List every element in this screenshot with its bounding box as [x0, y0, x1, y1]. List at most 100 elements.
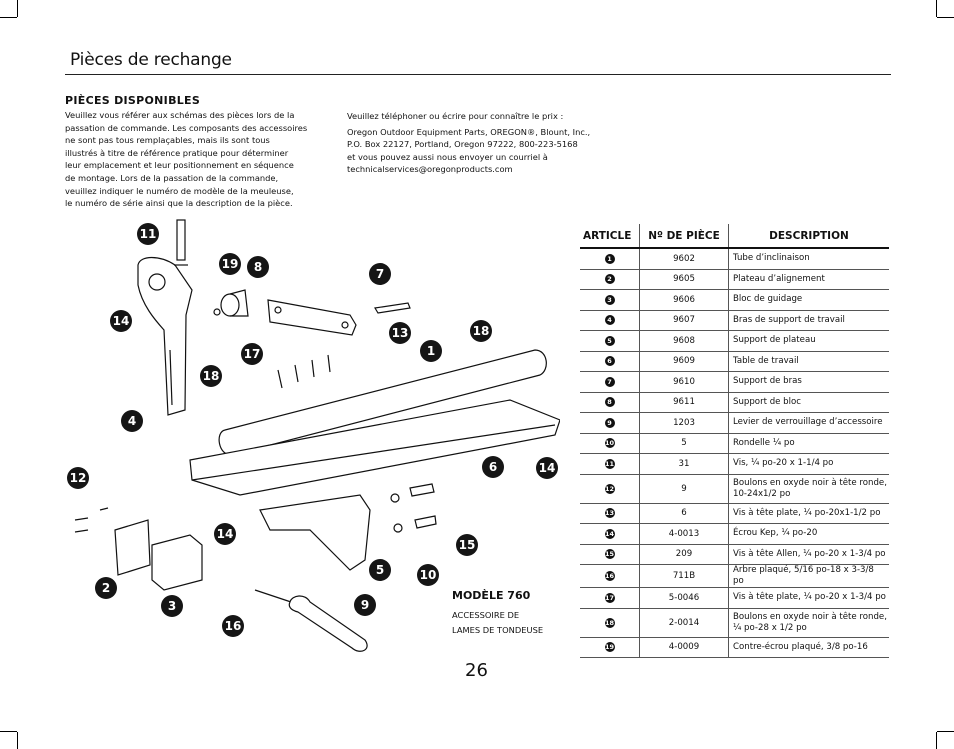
article-number: 13	[604, 508, 615, 519]
article-number: 17	[604, 592, 615, 603]
part-number: 9610	[639, 371, 729, 393]
exploded-parts-diagram	[74, 219, 560, 652]
part-number: 9605	[639, 269, 729, 290]
article-number: 9	[604, 417, 615, 428]
crop-mark	[0, 17, 17, 18]
model-subtitle-line: ACCESSOIRE DE	[452, 610, 520, 620]
callout-1: 1	[420, 340, 442, 362]
callout-18: 18	[200, 365, 222, 387]
article-number: 4	[604, 315, 615, 326]
paragraph-line: leur emplacement et leur positionnement …	[65, 160, 294, 171]
part-number: 1203	[639, 412, 729, 434]
part-number: 9602	[639, 248, 729, 270]
callout-16: 16	[222, 615, 244, 637]
crop-mark	[937, 17, 954, 18]
callout-11: 11	[137, 223, 159, 245]
callout-14: 14	[214, 523, 236, 545]
article-number: 11	[604, 458, 615, 469]
paragraph-line: de montage. Lors de la passation de la c…	[65, 172, 279, 183]
part-description: Support de plateau	[728, 330, 889, 352]
page-number: 26	[465, 660, 488, 681]
article-number: 2	[604, 274, 615, 285]
part-description: Boulons en oxyde noir à tête ronde, ¼ po…	[728, 608, 889, 638]
header-description: DESCRIPTION	[728, 224, 889, 249]
part-description: Arbre plaqué, 5/16 po-18 x 3-3/8 po	[728, 564, 889, 588]
part-description: Vis, ¼ po-20 x 1-1/4 po	[728, 453, 889, 475]
callout-9: 9	[354, 594, 376, 616]
part-description: Tube d’inclinaison	[728, 248, 889, 270]
paragraph-line: passation de commande. Les composants de…	[65, 122, 308, 133]
callout-10: 10	[417, 564, 439, 586]
available-paragraph: Veuillez vous référer aux schémas des pi…	[65, 109, 320, 210]
title-rule	[65, 74, 891, 75]
paragraph-line: illustrés à titre de référence pratique …	[65, 147, 289, 158]
header-article: ARTICLE	[580, 224, 640, 249]
crop-mark	[0, 731, 17, 732]
callout-5: 5	[369, 559, 391, 581]
part-description: Table de travail	[728, 351, 889, 372]
paragraph-line: veuillez indiquer le numéro de modèle de…	[65, 185, 294, 196]
article-number: 6	[604, 356, 615, 367]
crop-mark	[17, 732, 18, 749]
contact-email: technicalservices@oregonproducts.com	[347, 164, 513, 175]
callout-4: 4	[121, 410, 143, 432]
article-number: 1	[604, 253, 615, 264]
callout-17: 17	[241, 343, 263, 365]
article-number: 5	[604, 335, 615, 346]
part-description: Plateau d’alignement	[728, 269, 889, 290]
part-description: Écrou Kep, ¼ po-20	[728, 523, 889, 545]
callout-14: 14	[110, 310, 132, 332]
callout-12: 12	[67, 467, 89, 489]
page-title: Pièces de rechange	[70, 50, 232, 70]
article-number: 12	[604, 483, 615, 494]
part-description: Bloc de guidage	[728, 289, 889, 311]
part-number: 9	[639, 474, 729, 504]
article-number: 8	[604, 397, 615, 408]
part-number: 31	[639, 453, 729, 475]
part-number: 711B	[639, 564, 729, 588]
article-number: 14	[604, 528, 615, 539]
contact-block: Veuillez téléphoner ou écrire pour conna…	[347, 110, 617, 176]
article-number: 15	[604, 549, 615, 560]
article-number: 3	[604, 294, 615, 305]
article-number: 16	[604, 571, 615, 581]
part-number: 4-0009	[639, 637, 729, 658]
part-number: 2-0014	[639, 608, 729, 638]
callout-3: 3	[161, 595, 183, 617]
contact-line: Oregon Outdoor Equipment Parts, OREGON®,…	[347, 126, 591, 137]
paragraph-line: le numéro de série ainsi que la descript…	[65, 198, 293, 209]
callout-8: 8	[247, 256, 269, 278]
table-header-row: ARTICLE Nº DE PIÈCE DESCRIPTION	[580, 224, 889, 249]
callout-15: 15	[456, 534, 478, 556]
paragraph-line: ne sont pas tous remplaçables, mais ils …	[65, 135, 270, 146]
model-subtitle: ACCESSOIRE DE LAMES DE TONDEUSE	[452, 608, 543, 638]
part-number: 5-0046	[639, 587, 729, 609]
part-description: Vis à tête plate, ¼ po-20x1-1/2 po	[728, 503, 889, 524]
header-part-number: Nº DE PIÈCE	[639, 224, 729, 249]
contact-line: et vous pouvez aussi nous envoyer un cou…	[347, 151, 548, 162]
part-number: 5	[639, 433, 729, 454]
part-description: Rondelle ¼ po	[728, 433, 889, 454]
part-number: 9611	[639, 392, 729, 413]
paragraph-line: Veuillez vous référer aux schémas des pi…	[65, 110, 295, 120]
part-description: Contre-écrou plaqué, 3/8 po-16	[728, 637, 889, 658]
crop-mark	[936, 732, 937, 749]
crop-mark	[937, 731, 954, 732]
part-number: 9607	[639, 310, 729, 331]
part-number: 9609	[639, 351, 729, 372]
contact-intro: Veuillez téléphoner ou écrire pour conna…	[347, 111, 564, 121]
contact-line: P.O. Box 22127, Portland, Oregon 97222, …	[347, 139, 578, 150]
